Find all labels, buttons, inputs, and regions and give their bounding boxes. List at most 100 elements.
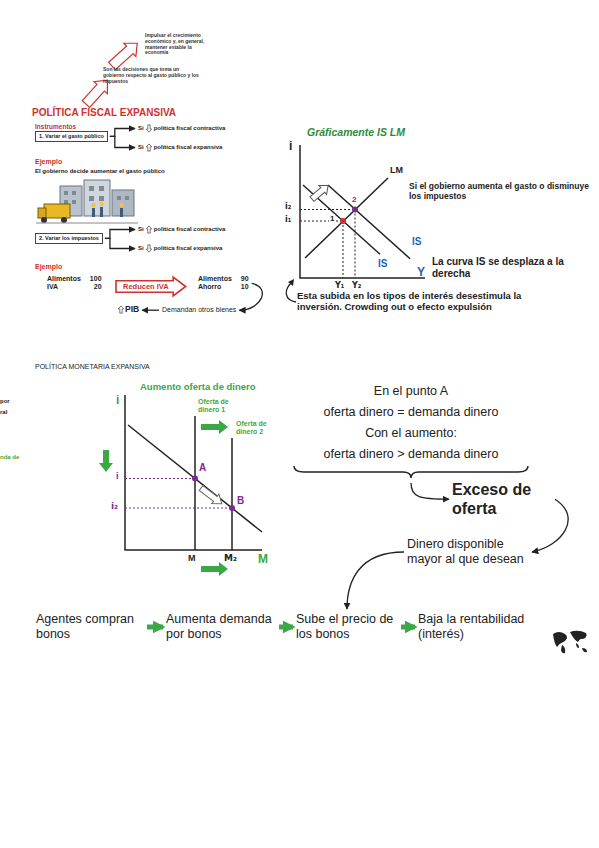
construction-illustration xyxy=(91,203,95,207)
trend-arrow-icon xyxy=(146,245,151,252)
node-text: 2. Variar los impuestos xyxy=(39,235,99,242)
node-text: Reducen IVA xyxy=(123,282,169,291)
node-text: Alimentos xyxy=(198,275,232,283)
money-graph xyxy=(99,450,113,472)
excess-text: Exceso de oferta xyxy=(452,480,552,518)
point-label: B xyxy=(237,495,244,507)
sub-heading: Instrumentos xyxy=(35,123,76,130)
node-text: Si xyxy=(138,125,144,132)
node-text: 1. Variar el gasto público xyxy=(39,133,104,140)
money-graph xyxy=(201,420,228,434)
islm-graph xyxy=(300,210,355,279)
islm-graph xyxy=(300,209,355,210)
trend-arrow-icon xyxy=(146,143,152,152)
node-text: Ahorro xyxy=(198,283,232,291)
money-graph xyxy=(231,438,233,550)
construction-illustration xyxy=(89,196,94,201)
effect-text: Demandan otros bienes xyxy=(162,306,236,314)
money-graph xyxy=(99,420,228,576)
trend-arrow-icon xyxy=(146,124,152,133)
price-table: Alimentos 100IVA 20 xyxy=(47,275,102,292)
curve-label: IS xyxy=(378,258,387,270)
section-heading: POLÍTICA MONETARIA EXPANSIVA xyxy=(35,363,150,371)
money-graph xyxy=(194,416,196,550)
node-text: política fiscal expansiva xyxy=(154,144,223,151)
node-text: oferta dinero > demanda dinero xyxy=(286,447,536,462)
example-text: El gobierno decide aumentar el gasto púb… xyxy=(35,168,165,175)
construction-illustration xyxy=(99,186,104,191)
money-text: Dinero disponible mayor al que desean xyxy=(407,537,529,567)
construction-illustration xyxy=(89,186,94,191)
node-text: Si xyxy=(138,226,144,233)
red-arrow-shape xyxy=(116,277,186,296)
construction-illustration xyxy=(44,204,70,218)
outcome-text: Sipolítica fiscal expansiva xyxy=(138,244,222,253)
outcome-text: Sipolítica fiscal contractiva xyxy=(138,124,225,133)
node-text: 100 xyxy=(90,275,102,283)
annotation: Si el gobierno aumenta el gasto o dismin… xyxy=(409,182,589,202)
construction-illustration xyxy=(72,191,76,195)
construction-illustration xyxy=(36,180,138,223)
axis-label: M xyxy=(258,553,268,567)
construction-illustration xyxy=(36,223,138,224)
node-text: Si xyxy=(138,144,144,151)
axis-value: M xyxy=(188,553,196,563)
islm-graph xyxy=(300,221,343,222)
construction-illustration xyxy=(91,202,123,207)
node-text: PIB xyxy=(125,304,139,314)
node-text: política fiscal contractiva xyxy=(154,226,226,233)
connector-arrow xyxy=(105,230,135,239)
money-graph xyxy=(229,505,235,511)
sub-heading: Ejemplo xyxy=(35,263,62,271)
construction-illustration xyxy=(64,186,129,204)
point-label: 2 xyxy=(351,195,357,204)
islm-graph xyxy=(286,283,296,302)
flow-step: Sube el precio de los bonos xyxy=(296,612,398,642)
connector-arrow xyxy=(110,129,135,137)
node-text: Con el aumento: xyxy=(286,426,536,441)
world-map-icon xyxy=(553,631,587,653)
node-text: En el punto A xyxy=(286,384,536,399)
construction-illustration xyxy=(84,180,110,216)
axis-value: i₂ xyxy=(111,501,118,511)
money-graph xyxy=(197,483,225,508)
connector-arrow xyxy=(142,310,159,311)
annotation: La curva IS se desplaza a la derecha xyxy=(432,256,572,279)
node-text: Dinero disponible mayor al que desean xyxy=(407,537,529,567)
node-text: oferta dinero = demanda dinero xyxy=(286,405,536,420)
islm-graph xyxy=(343,221,344,278)
cut-text: nda de xyxy=(0,454,19,461)
money-graph xyxy=(197,483,225,508)
outcome-text: Si política fiscal expansiva xyxy=(138,143,222,152)
money-graph xyxy=(125,395,262,550)
construction-illustration xyxy=(119,203,123,207)
red-arrow-box: Reducen IVA xyxy=(116,279,186,294)
construction-illustration xyxy=(99,202,103,206)
node-text: Alimentos xyxy=(47,275,81,283)
world-map-icon xyxy=(553,632,567,647)
sub-heading: Ejemplo xyxy=(35,158,62,166)
trend-arrow-icon xyxy=(146,244,152,253)
axis-label: i xyxy=(116,394,119,408)
trend-arrow-icon xyxy=(146,144,151,151)
connector-arrow xyxy=(532,499,568,552)
construction-illustration xyxy=(41,217,47,223)
point-label: 1 xyxy=(329,214,335,223)
flow-step: Baja la rentabilidad (interés) xyxy=(418,612,548,642)
curve-label: LM xyxy=(390,165,403,175)
trend-arrow-icon xyxy=(118,305,123,312)
construction-illustration xyxy=(64,191,68,195)
node-text: 20 xyxy=(90,283,102,291)
connector-arrow xyxy=(110,136,135,147)
construction-illustration xyxy=(64,200,68,204)
section-heading: POLÍTICA FISCAL EXPANSIVA xyxy=(32,107,176,119)
islm-graph xyxy=(300,145,425,278)
trend-arrow-icon xyxy=(146,125,151,132)
node-text: Demandan otros bienes xyxy=(162,306,236,314)
node-text: Aumenta demanda por bonos xyxy=(166,612,276,642)
curve-label: IS xyxy=(412,236,421,248)
axis-value: Y₁ xyxy=(335,281,344,290)
node-text: IVA xyxy=(47,283,81,291)
cut-text: por xyxy=(0,398,10,405)
